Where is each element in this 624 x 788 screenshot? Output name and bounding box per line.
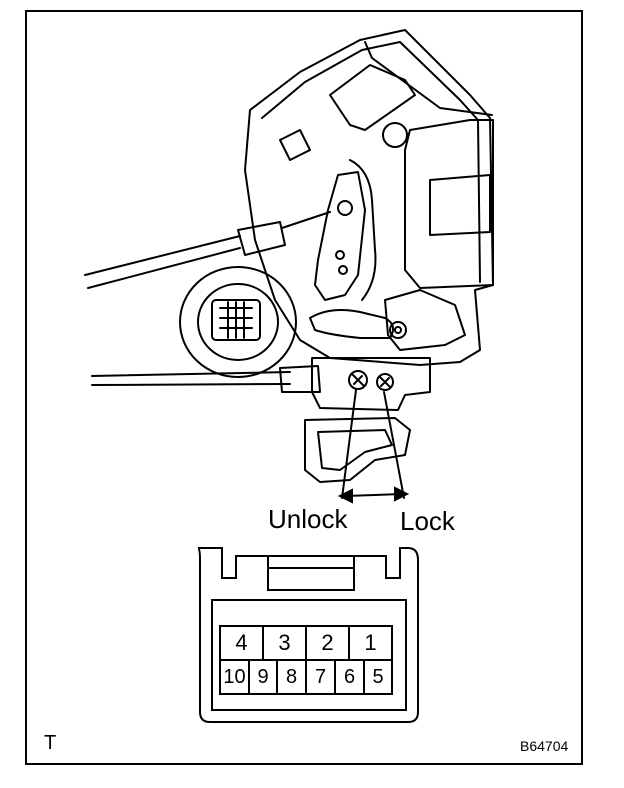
lower-block xyxy=(311,357,431,411)
lower-cable-b xyxy=(91,383,291,386)
lever-pivot xyxy=(337,200,353,216)
pin-number: 1 xyxy=(364,630,377,655)
grommet-connector xyxy=(211,299,261,341)
latch-plate xyxy=(384,289,466,351)
upper-cable-end xyxy=(237,221,286,256)
unlock-lock-arrow xyxy=(337,486,410,504)
actuator-box xyxy=(404,119,494,289)
housing-inner-outline xyxy=(261,41,481,283)
housing-hole xyxy=(382,122,408,148)
upper-cable-b xyxy=(87,247,241,289)
grommet-outer xyxy=(179,266,297,378)
actuator-inner-box xyxy=(429,174,491,236)
connector-face xyxy=(197,547,419,723)
bottom-bracket-inner xyxy=(317,429,393,471)
rod-unlock xyxy=(341,389,357,499)
lock-knob-lock xyxy=(376,373,394,391)
lock-knob-hatch xyxy=(351,373,391,388)
housing-window xyxy=(329,64,416,131)
lock-knob-unlock xyxy=(348,370,368,390)
figure-code: B64704 xyxy=(520,738,569,754)
pin-number: 10 xyxy=(223,666,246,688)
rod-lock xyxy=(383,391,405,499)
pin-number: 8 xyxy=(285,666,298,688)
connector-latch-window xyxy=(267,556,355,591)
pin-number: 4 xyxy=(235,630,248,655)
lock-label: Lock xyxy=(400,506,455,536)
upper-cable xyxy=(84,235,241,276)
latch-arm xyxy=(309,309,395,339)
lower-cable xyxy=(91,371,291,377)
pin-number: 9 xyxy=(257,666,269,688)
pin-number: 5 xyxy=(372,666,384,688)
pin-number: 6 xyxy=(343,666,356,688)
figure-frame xyxy=(25,10,583,765)
lever-hole-1 xyxy=(335,250,345,260)
lever-hole-2 xyxy=(338,265,348,275)
housing-slot xyxy=(279,129,311,161)
latch-pivot xyxy=(389,321,407,339)
unlock-label: Unlock xyxy=(268,504,348,534)
connector-outer xyxy=(197,547,419,723)
pin-number: 3 xyxy=(278,630,291,655)
latch-pivot-inner xyxy=(394,326,402,334)
lock-lever xyxy=(314,171,366,301)
corner-mark: T xyxy=(44,732,57,754)
bottom-bracket xyxy=(304,417,411,483)
pin-number: 2 xyxy=(321,630,334,655)
grommet-connector-pins xyxy=(219,301,253,339)
upper-cable-rod xyxy=(281,211,331,229)
grommet-inner xyxy=(197,283,279,361)
pin-number: 7 xyxy=(314,666,327,688)
lever-curve xyxy=(349,159,377,301)
lower-cable-end xyxy=(279,365,321,393)
connector-inner xyxy=(211,599,407,711)
lock-housing-outline xyxy=(244,29,494,366)
